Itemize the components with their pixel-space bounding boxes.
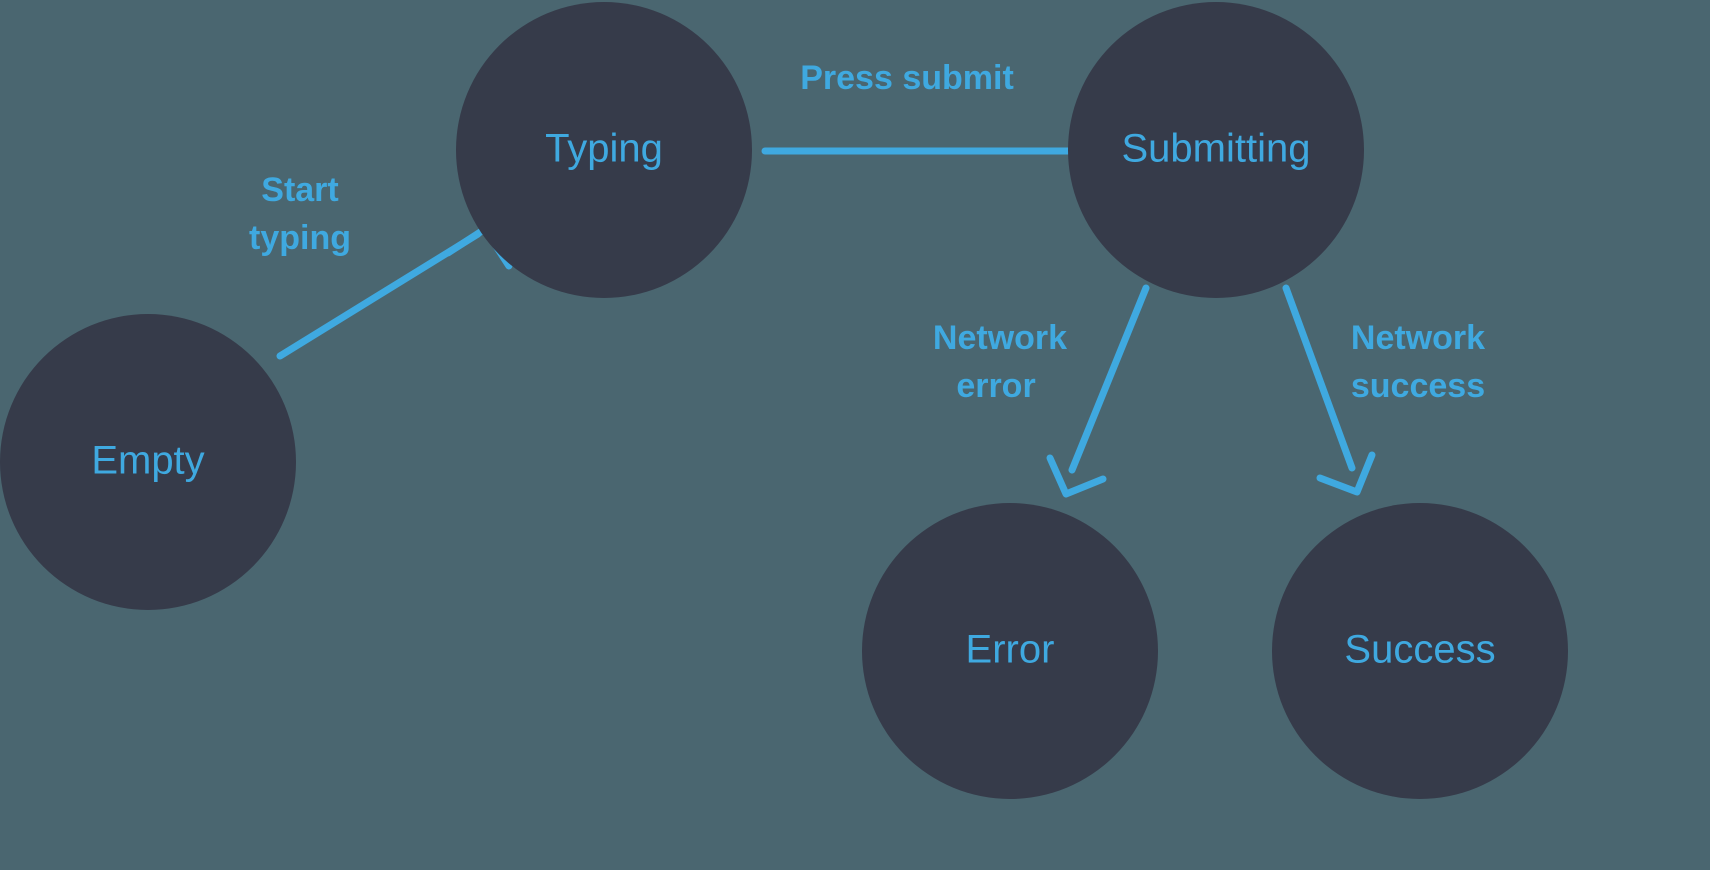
state-label-empty: Empty [91, 439, 204, 483]
edge-label-network-error-line1: Network [933, 319, 1067, 357]
edge-label-typing-to-submitting: Press submit [800, 59, 1014, 97]
state-label-typing: Typing [545, 127, 663, 171]
edge-label-start-typing-line2: typing [249, 219, 351, 257]
state-label-submitting: Submitting [1122, 127, 1311, 171]
state-circle-empty[interactable] [0, 314, 296, 610]
state-node-error[interactable]: Error [862, 503, 1158, 799]
state-node-success[interactable]: Success [1272, 503, 1568, 799]
edge-label-submitting-to-success: Network success [1351, 319, 1485, 405]
edge-label-network-error-line2: error [956, 367, 1035, 405]
state-node-submitting[interactable]: Submitting [1068, 2, 1364, 298]
state-circle-submitting[interactable] [1068, 2, 1364, 298]
state-label-success: Success [1344, 628, 1495, 672]
state-node-empty[interactable]: Empty [0, 314, 296, 610]
state-circle-typing[interactable] [456, 2, 752, 298]
state-label-error: Error [966, 628, 1055, 672]
edge-submitting-to-error-line [1068, 284, 1150, 474]
edge-label-start-typing-line1: Start [261, 171, 338, 209]
edge-label-network-success-line1: Network [1351, 319, 1485, 357]
edge-label-empty-to-typing: Start typing [249, 171, 351, 257]
state-node-typing[interactable]: Typing [456, 2, 752, 298]
edge-submitting-to-error-arrowhead [1046, 454, 1107, 498]
edge-submitting-to-success-arrowhead [1316, 451, 1376, 496]
edge-submitting-to-success-line [1282, 284, 1356, 472]
edge-label-submitting-to-error: Network error [933, 319, 1067, 405]
edge-submitting-to-error [1046, 284, 1150, 498]
edge-label-press-submit: Press submit [800, 59, 1014, 97]
state-circle-error[interactable] [862, 503, 1158, 799]
edge-label-network-success-line2: success [1351, 367, 1485, 405]
edge-submitting-to-success [1282, 284, 1376, 496]
state-circle-success[interactable] [1272, 503, 1568, 799]
